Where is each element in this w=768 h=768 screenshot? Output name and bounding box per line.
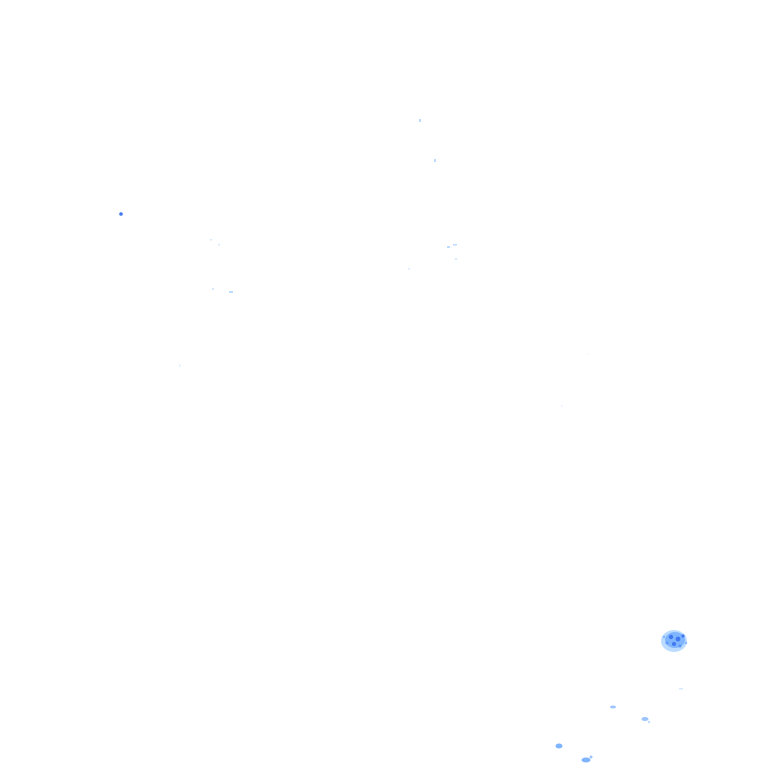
echo-speck-southeast-1 [610,705,616,709]
echo-cell-east-core-3 [672,642,676,646]
echo-cell-east-core-4 [681,634,685,638]
echo-cell-east [661,630,688,652]
echo-speck-west-6 [179,364,181,367]
echo-speck-north-2 [434,159,436,162]
echo-speck-west [119,212,123,216]
echo-cell-east-core-2 [675,636,681,642]
echo-speck-center-4 [408,268,410,270]
echo-cell-east-edge-1 [662,635,666,639]
echo-speck-center-3 [455,258,457,260]
echo-speck-southeast-4 [581,757,591,763]
echo-cell-east-core-5 [665,641,669,645]
echo-speck-southeast-3 [555,743,563,749]
echo-speck-southeast-2b [647,720,651,724]
echo-speck-center-1 [447,246,450,248]
echo-cell-east-edge-2 [684,641,688,645]
echo-speck-east-faint [561,405,563,407]
echo-speck-southeast-2 [641,717,649,721]
echo-cell-east-core-1 [668,634,674,640]
echo-speck-west-5 [229,291,233,293]
echo-speck-center-2 [453,244,457,246]
echo-speck-west-2 [210,239,212,241]
echo-speck-west-3 [218,244,220,246]
echo-cell-east-core-6 [678,644,682,648]
echo-speck-north-1 [419,119,421,122]
echo-speck-southeast-5 [679,688,683,690]
echo-speck-west-4 [212,288,214,290]
echo-speck-southeast-4b [589,755,593,759]
echo-speck-east-faint-2 [587,353,589,355]
